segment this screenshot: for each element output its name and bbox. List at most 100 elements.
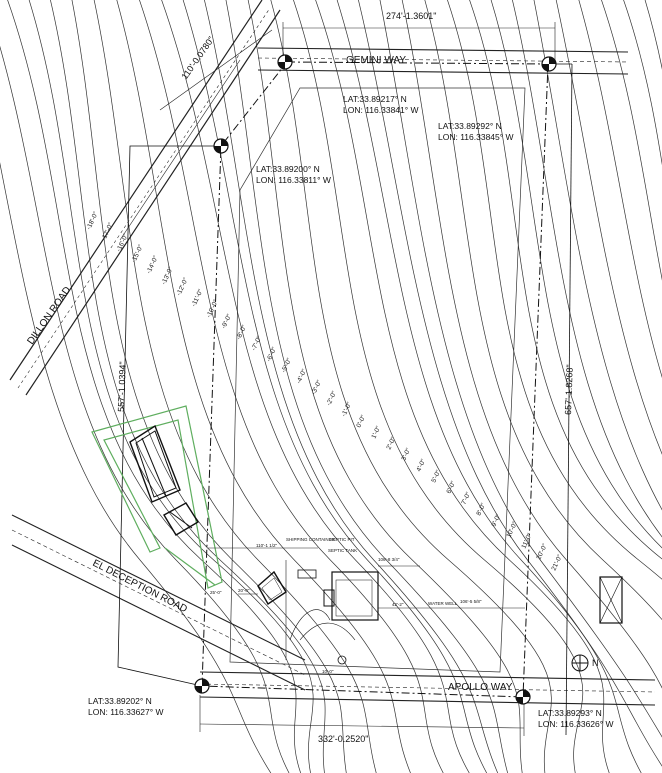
- contour-labels: -18'-0"-17'-0"-16'-0"-15'-0"-14'-0"-13'-…: [85, 210, 564, 572]
- point-4-lat: LAT:33.89202° N: [88, 696, 152, 706]
- left-dimension-label: 557'-1.0394": [116, 361, 128, 412]
- contour-line: [578, 0, 662, 378]
- contour-line: [182, 0, 488, 773]
- gemini-way-lines: [257, 47, 629, 75]
- contour-line: [401, 0, 662, 689]
- contour-label: -5'-0": [280, 357, 293, 374]
- survey-marker-icon: [194, 678, 210, 694]
- point-3-lon: LON: 116.33811° W: [256, 175, 331, 185]
- contour-line: [7, 0, 302, 773]
- contour-line: [315, 0, 610, 773]
- el-deception-road-lines: [11, 514, 306, 691]
- contour-label: -9'-0": [220, 313, 233, 330]
- contour-line: [270, 0, 552, 773]
- contour-label: 5'-0": [430, 469, 442, 484]
- setback-left-label: 25'-0": [210, 590, 222, 595]
- contour-label: -1'-0": [340, 401, 353, 418]
- contour-label: 1'-0": [370, 425, 382, 440]
- contour-label: -18'-0": [85, 210, 100, 231]
- property-boundary: [117, 61, 573, 736]
- contour-line: [446, 0, 662, 580]
- contour-label: 3'-0": [400, 447, 412, 462]
- survey-marker-icon: [277, 54, 293, 70]
- contour-line: [601, 0, 662, 281]
- setback-side-label: 42'-2": [392, 602, 404, 607]
- contour-label: 21'-0": [550, 553, 564, 572]
- contour-label: -13'-0": [160, 265, 175, 286]
- setback-boundary: [229, 87, 526, 673]
- main-house: [257, 569, 379, 665]
- setback-well-label: 106'-5 5/8": [460, 599, 482, 604]
- contour-line: [28, 0, 314, 773]
- setback-front-label: 10'-0": [322, 669, 334, 674]
- right-dimension-label: 657'-1.8268": [563, 364, 575, 415]
- septic-pit-label: SEPTIC PIT: [330, 537, 355, 542]
- contour-line: [0, 162, 272, 773]
- contour-line: [469, 0, 662, 560]
- north-arrow-label: N: [592, 658, 599, 668]
- point-2-lat: LAT:33.89292° N: [438, 121, 502, 131]
- contour-line: [555, 0, 662, 455]
- contour-line: [336, 0, 642, 773]
- contour-line: [49, 0, 326, 773]
- shipping-container-label: SHIPPING CONTAINER: [286, 537, 336, 542]
- contour-line: [424, 0, 662, 621]
- contour-line: [116, 0, 411, 773]
- top-left-dimension-label: 110'-0.0780": [179, 35, 216, 82]
- survey-marker-icon: [515, 689, 531, 705]
- apollo-way-lines: [199, 671, 656, 706]
- contour-line: [204, 0, 499, 773]
- top-dimension-label: 274'-1.3601": [386, 11, 436, 21]
- utility-lines: [208, 547, 525, 660]
- contour-label: 10'-0": [505, 520, 519, 539]
- contour-label: 6'-0": [445, 480, 457, 495]
- contour-line: [623, 0, 662, 165]
- contour-label: -11'-0": [190, 288, 204, 308]
- point-4-lon: LON: 116.33627° W: [88, 707, 164, 717]
- contour-line: [379, 0, 662, 738]
- gemini-way-label: GEMINI WAY: [346, 55, 406, 66]
- septic-tank-label: SEPTIC TANK: [328, 548, 357, 553]
- contour-line: [139, 0, 444, 773]
- contour-label: -6'-0": [265, 346, 278, 363]
- point-3-lat: LAT:33.89200° N: [256, 164, 320, 174]
- contour-line: [533, 0, 662, 511]
- contour-label: 9'-0": [490, 513, 502, 528]
- contour-line: [292, 0, 584, 773]
- contour-label: 4'-0": [415, 458, 427, 473]
- survey-marker-icon: [213, 138, 229, 154]
- contour-label: -10'-0": [205, 298, 220, 319]
- point-1-lat: LAT:33.89217° N: [343, 94, 407, 104]
- contour-line: [644, 0, 662, 70]
- contour-line: [358, 0, 662, 767]
- green-structure-outline: [91, 405, 223, 589]
- el-deception-road-label: EL DECEPTION ROAD: [91, 558, 189, 615]
- setback-small-label: 20'-0": [238, 588, 250, 593]
- setback-house-label: 106'-8 3/4": [378, 557, 400, 562]
- contour-line: [247, 0, 523, 773]
- setback-top-left-label: 110'-1 1/2": [256, 543, 278, 548]
- point-5-lon: LON: 116.33626° W: [538, 719, 614, 729]
- contour-line: [93, 0, 377, 773]
- survey-marker-icon: [541, 56, 557, 72]
- contour-label: -3'-0": [310, 379, 323, 396]
- point-2-lon: LON: 116.33845° W: [438, 132, 514, 142]
- existing-buildings: [129, 424, 199, 536]
- apollo-way-label: APOLLO WAY: [448, 682, 513, 693]
- survey-markers: [194, 54, 557, 705]
- contour-label: 20'-0": [535, 542, 549, 561]
- contour-line: [161, 0, 470, 773]
- dillon-road-lines: [9, 0, 281, 396]
- contour-line: [225, 0, 509, 773]
- shed-right: [599, 576, 623, 624]
- point-1-lon: LON: 116.33841° W: [343, 105, 419, 115]
- contour-label: -12'-0": [175, 276, 190, 297]
- water-well-label: WATER WELL: [428, 601, 458, 606]
- contour-label: -14'-0": [145, 254, 160, 275]
- contour-line: [490, 0, 662, 549]
- contour-label: 7'-0": [460, 491, 472, 506]
- north-arrow: [571, 654, 589, 672]
- point-5-lat: LAT:33.89293° N: [538, 708, 602, 718]
